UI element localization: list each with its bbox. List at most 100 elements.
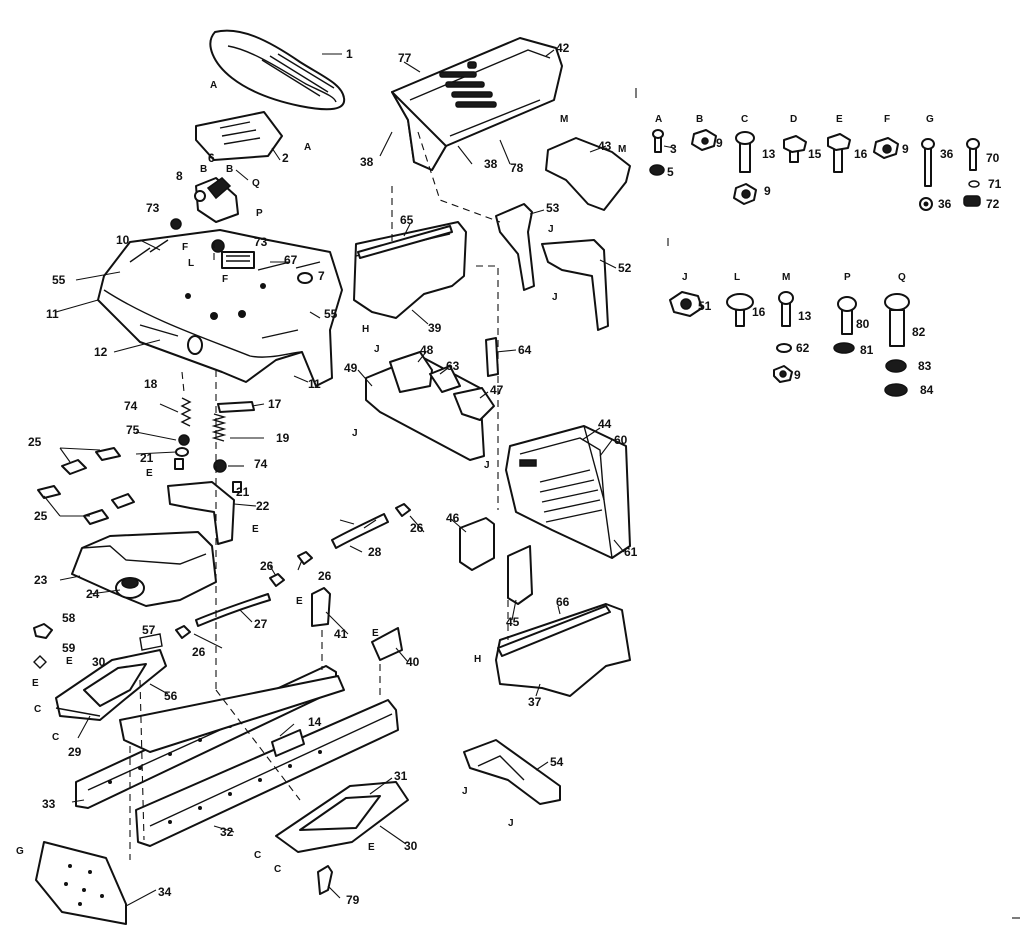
ref-E-d: E bbox=[372, 628, 379, 639]
callout-8: 8 bbox=[176, 169, 183, 183]
ref-G-a: G bbox=[16, 846, 24, 857]
seat bbox=[209, 29, 346, 111]
bushing-21-a bbox=[174, 458, 184, 470]
callout-10: 10 bbox=[116, 233, 130, 247]
callout-27: 27 bbox=[254, 617, 268, 631]
pads-25 bbox=[37, 447, 135, 525]
callout-3: 3 bbox=[670, 142, 677, 156]
callout-47: 47 bbox=[490, 383, 504, 397]
callout-54: 54 bbox=[550, 755, 564, 769]
nut-73-a bbox=[170, 218, 182, 230]
callout-66: 66 bbox=[556, 595, 570, 609]
callout-74-a: 74 bbox=[124, 399, 138, 413]
footplate-right bbox=[275, 781, 409, 853]
callout-21-a: 21 bbox=[140, 451, 154, 465]
callout-45: 45 bbox=[506, 615, 520, 629]
ref-C-c: C bbox=[254, 850, 261, 861]
seat-adjuster bbox=[194, 177, 239, 223]
ref-C-a: C bbox=[34, 704, 41, 715]
ref-J-e: J bbox=[484, 460, 490, 471]
washer-74-a bbox=[178, 434, 190, 446]
clip-79 bbox=[317, 865, 333, 895]
spring-18 bbox=[180, 397, 192, 427]
callout-46: 46 bbox=[446, 511, 460, 525]
bracket-53 bbox=[495, 203, 535, 291]
callout-73-a: 73 bbox=[146, 201, 160, 215]
callout-5: 5 bbox=[667, 165, 674, 179]
callout-13-M: 13 bbox=[798, 309, 812, 323]
clip-58 bbox=[33, 623, 53, 639]
bushing-21-b bbox=[232, 481, 242, 493]
callout-74-b: 74 bbox=[254, 457, 268, 471]
ref-J-b: J bbox=[552, 292, 558, 303]
ref-J-key: J bbox=[682, 272, 688, 283]
callout-21-b: 21 bbox=[236, 485, 250, 499]
ref-P-a: P bbox=[256, 208, 263, 219]
callout-39: 39 bbox=[428, 321, 442, 335]
fender bbox=[97, 229, 343, 387]
callout-32: 32 bbox=[220, 825, 234, 839]
callout-64: 64 bbox=[518, 343, 532, 357]
callout-78: 78 bbox=[510, 161, 524, 175]
ref-D-key: D bbox=[790, 114, 797, 125]
spring-19 bbox=[211, 413, 227, 442]
callout-15: 15 bbox=[808, 147, 822, 161]
callout-12: 12 bbox=[94, 345, 108, 359]
callout-23: 23 bbox=[34, 573, 48, 587]
callout-55-a: 55 bbox=[52, 273, 66, 287]
callout-1: 1 bbox=[346, 47, 353, 61]
callout-41: 41 bbox=[334, 627, 348, 641]
callout-30-b: 30 bbox=[404, 839, 418, 853]
callout-70: 70 bbox=[986, 151, 1000, 165]
washer-75 bbox=[175, 447, 189, 457]
callout-38-b: 38 bbox=[484, 157, 498, 171]
ref-C-b: C bbox=[52, 732, 59, 743]
clip-26-d bbox=[395, 503, 411, 517]
callout-14: 14 bbox=[308, 715, 322, 729]
clip-26-a bbox=[297, 551, 313, 565]
nut-73-b bbox=[211, 239, 225, 253]
ref-P-key: P bbox=[844, 272, 851, 283]
callout-26-d: 26 bbox=[192, 645, 206, 659]
ref-B-b: B bbox=[226, 164, 233, 175]
callout-43: 43 bbox=[598, 139, 612, 153]
frame-rail-32 bbox=[135, 699, 399, 847]
ref-Q-a: Q bbox=[252, 178, 260, 189]
callout-22: 22 bbox=[256, 499, 270, 513]
dash-panel-49 bbox=[365, 351, 495, 461]
callout-62: 62 bbox=[796, 341, 810, 355]
callout-67: 67 bbox=[284, 253, 298, 267]
bracket-22 bbox=[167, 481, 235, 545]
rod-17 bbox=[217, 401, 255, 413]
ref-J-c: J bbox=[374, 344, 380, 355]
callout-60: 60 bbox=[614, 433, 628, 447]
ref-J-a: J bbox=[548, 224, 554, 235]
callout-25-b: 25 bbox=[34, 509, 48, 523]
callout-30-a: 30 bbox=[92, 655, 106, 669]
callout-65: 65 bbox=[400, 213, 414, 227]
hardware-M bbox=[773, 291, 794, 383]
ref-E-f: E bbox=[32, 678, 39, 689]
callout-9-C: 9 bbox=[764, 184, 771, 198]
callout-51: 51 bbox=[698, 299, 712, 313]
callout-26-c: 26 bbox=[260, 559, 274, 573]
ref-E-b: E bbox=[252, 524, 259, 535]
hardware-E bbox=[827, 133, 851, 173]
callout-82: 82 bbox=[912, 325, 926, 339]
hardware-P bbox=[833, 296, 857, 354]
ref-H-b: H bbox=[474, 654, 481, 665]
hardware-L bbox=[726, 293, 754, 327]
callout-2: 2 bbox=[282, 151, 289, 165]
ref-A-key: A bbox=[655, 114, 662, 125]
callout-84: 84 bbox=[920, 383, 934, 397]
ref-H-a: H bbox=[362, 324, 369, 335]
callout-75: 75 bbox=[126, 423, 140, 437]
callout-numbers: 1 2 3 5 6 7 8 9 9 9 9 10 11 11 12 13 13 … bbox=[28, 41, 1002, 907]
ref-E-e: E bbox=[66, 656, 73, 667]
ref-F-a: F bbox=[182, 242, 188, 253]
callout-19: 19 bbox=[276, 431, 290, 445]
hardware-J bbox=[669, 291, 703, 317]
callout-73-b: 73 bbox=[254, 235, 268, 249]
callout-33: 33 bbox=[42, 797, 56, 811]
